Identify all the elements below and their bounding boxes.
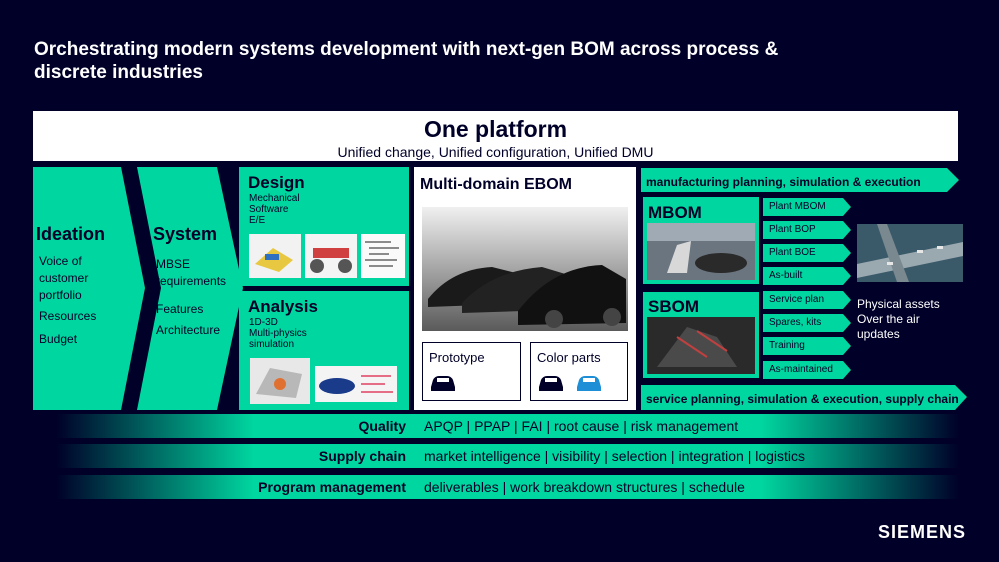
ideation-item-0: Voice of customer portfolio	[39, 254, 89, 302]
sbom-item-spares-kits: Spares, kits	[769, 317, 822, 328]
design-sub-1: Software	[249, 204, 289, 215]
multiphysics-simulation-image	[315, 366, 397, 402]
multi-domain-ebom-box: Multi-domain EBOM Prototype Color parts	[414, 167, 636, 410]
program-management-key: Program management	[258, 479, 406, 495]
chevron-shapes	[33, 167, 243, 410]
supply-chain-key: Supply chain	[318, 448, 406, 464]
chassis-cad-image	[305, 234, 357, 278]
manufacturing-bar-label: manufacturing planning, simulation & exe…	[646, 175, 921, 189]
system-item-0: MBSE requirements	[156, 257, 227, 288]
sbom-item-training: Training	[769, 340, 805, 351]
car-black-icon	[539, 376, 563, 391]
mbom-item-plant-mbom: Plant MBOM	[769, 201, 826, 212]
service-bar-label: service planning, simulation & execution…	[646, 392, 959, 406]
prototype-label: Prototype	[429, 350, 485, 365]
slide-title: Orchestrating modern systems development…	[34, 39, 779, 83]
ideation-label: Ideation	[36, 224, 106, 244]
sbom-item-service-plan: Service plan	[769, 294, 825, 305]
analysis-sub-1: Multi-physics	[249, 328, 307, 339]
design-box: Design Mechanical Software E/E	[239, 167, 409, 286]
sbom-label: SBOM	[648, 297, 699, 316]
supply-chain-values: market intelligence | visibility | selec…	[424, 448, 806, 464]
analysis-sub-2: simulation	[249, 339, 295, 350]
design-label: Design	[248, 173, 305, 192]
design-sub-0: Mechanical	[249, 193, 300, 204]
siemens-logo: SIEMENS	[877, 522, 966, 542]
mechanic-service-image	[647, 317, 755, 374]
system-item-1: Features	[156, 302, 204, 316]
highway-traffic-image	[857, 224, 963, 282]
mbom-box: MBOM	[643, 197, 759, 284]
mbom-item-plant-boe: Plant BOE	[769, 247, 816, 258]
analysis-label: Analysis	[248, 297, 318, 316]
platform-subheading: Unified change, Unified configuration, U…	[337, 144, 654, 160]
system-chevron	[137, 167, 243, 410]
physical-line-0: Physical assets	[857, 297, 940, 311]
ideation-item-1: Resources	[39, 309, 97, 323]
service-arrow	[641, 385, 967, 410]
mechanical-cad-image	[249, 234, 301, 278]
one-platform-banner: One platform Unified change, Unified con…	[33, 111, 958, 161]
program-management-values: deliverables | work breakdown structures…	[424, 479, 745, 495]
car-lineup-image	[422, 207, 628, 331]
physical-assets-text: Physical assets Over the air updates	[857, 297, 940, 342]
ideation-chevron	[33, 167, 145, 410]
system-item-2: Architecture	[156, 323, 221, 337]
prototype-box: Prototype	[422, 342, 521, 401]
interior-simulation-image	[250, 358, 310, 404]
quality-band: Quality APQP | PPAP | FAI | root cause |…	[56, 414, 959, 438]
quality-key: Quality	[358, 418, 406, 434]
quality-values: APQP | PPAP | FAI | root cause | risk ma…	[424, 418, 739, 434]
software-code-image	[361, 234, 405, 278]
mbom-label: MBOM	[648, 203, 702, 222]
mbom-item-as-built: As-built	[769, 270, 803, 281]
platform-heading: One platform	[423, 116, 568, 142]
sbom-box: SBOM	[643, 292, 759, 378]
supply-chain-band: Supply chain market intelligence | visib…	[56, 444, 959, 468]
color-parts-box: Color parts	[530, 342, 628, 401]
analysis-box: Analysis 1D-3D Multi-physics simulation	[239, 291, 409, 410]
analysis-sub-0: 1D-3D	[249, 317, 278, 328]
color-parts-label: Color parts	[537, 350, 601, 365]
mbom-item-plant-bop: Plant BOP	[769, 224, 816, 235]
physical-line-2: updates	[857, 327, 900, 341]
factory-robot-image	[647, 223, 755, 280]
ebom-label: Multi-domain EBOM	[420, 176, 572, 193]
manufacturing-arrow	[641, 168, 959, 192]
physical-line-1: Over the air	[857, 312, 920, 326]
system-label: System	[153, 224, 218, 244]
car-black-icon	[431, 376, 455, 391]
ideation-item-2: Budget	[39, 332, 78, 346]
design-sub-2: E/E	[249, 215, 266, 226]
sbom-item-as-maintained: As-maintained	[769, 364, 833, 375]
program-management-band: Program management deliverables | work b…	[56, 475, 959, 499]
car-blue-icon	[576, 376, 601, 391]
